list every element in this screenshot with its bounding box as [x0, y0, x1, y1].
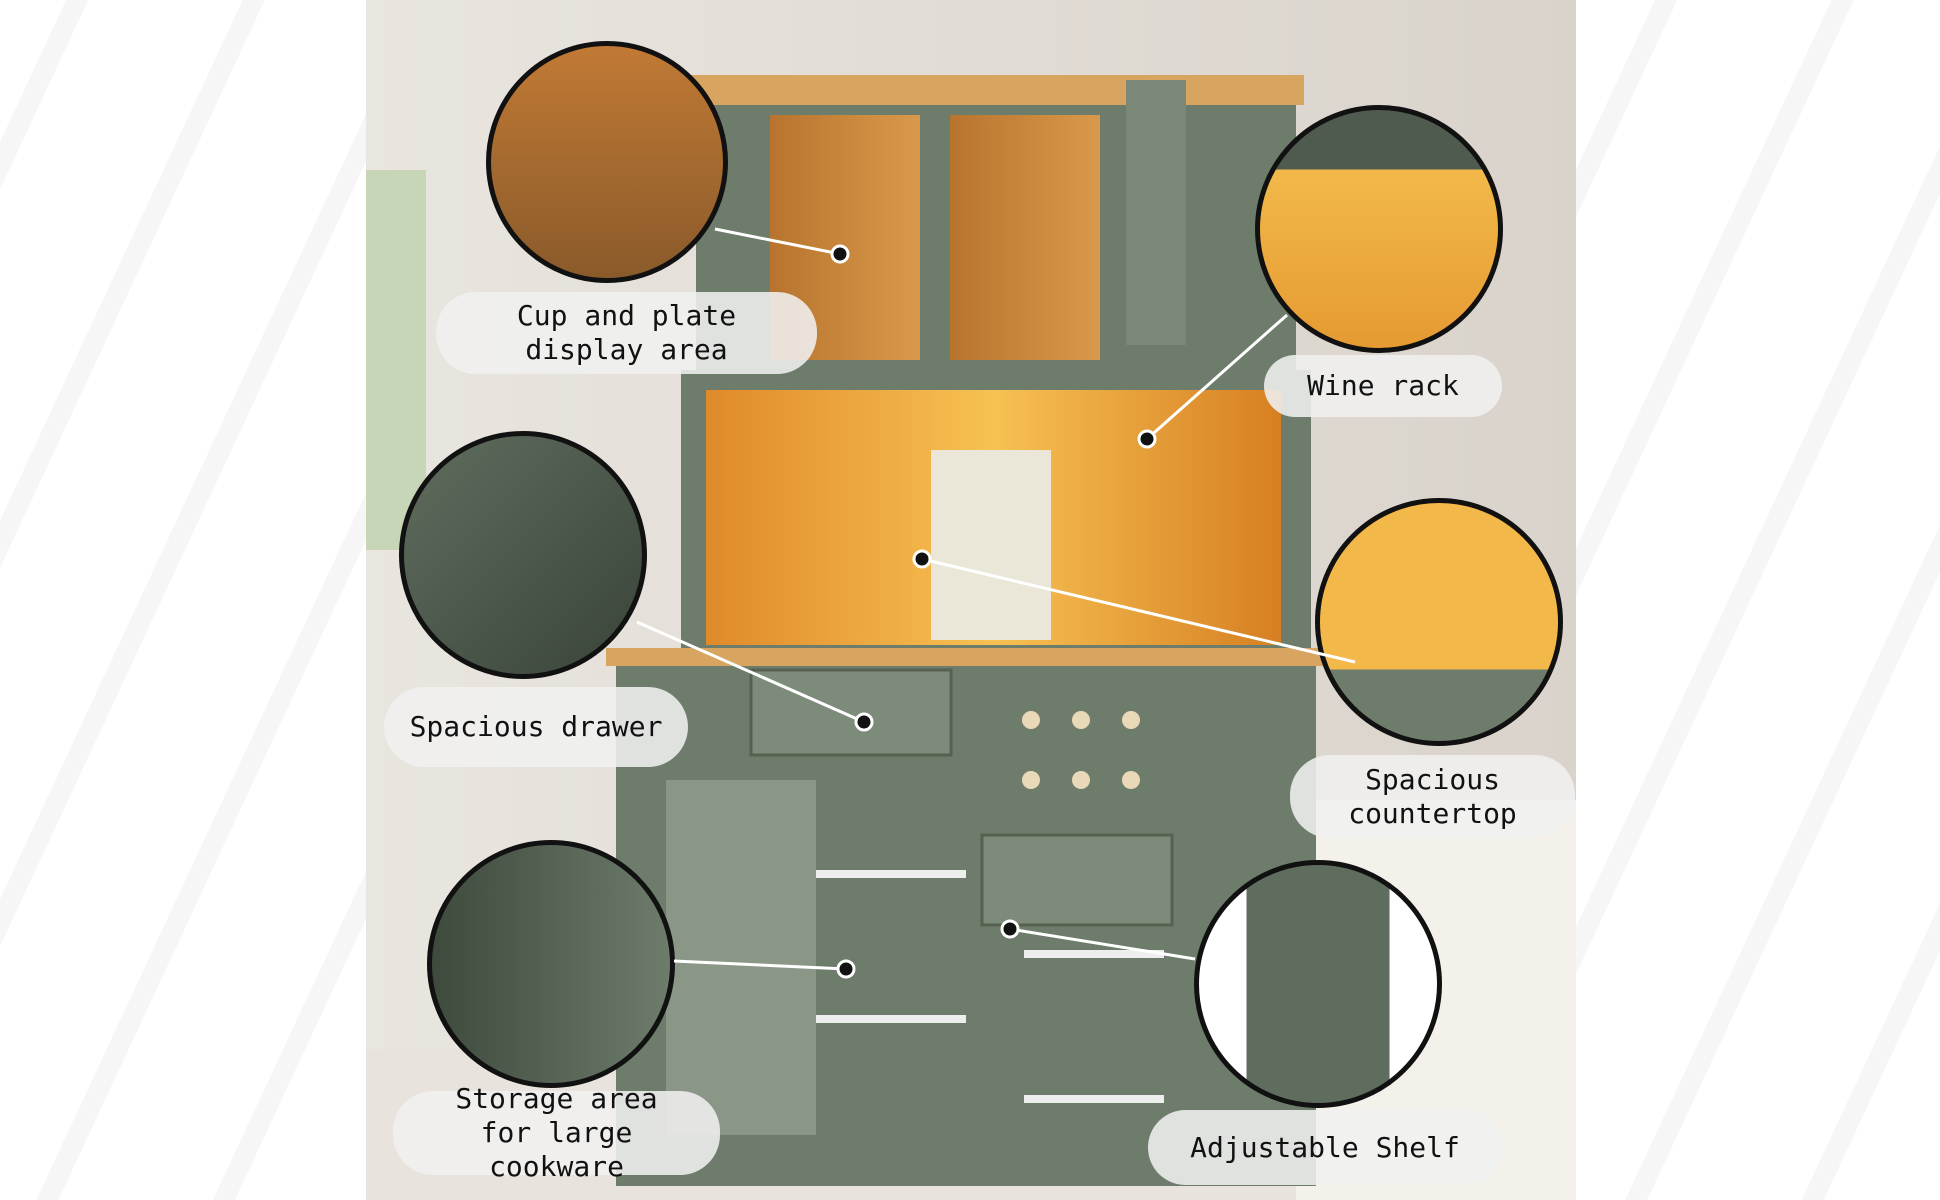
glass-door	[1126, 80, 1186, 345]
open-door	[666, 780, 816, 1135]
countertop	[606, 648, 1326, 666]
detail-circle-countertop	[1315, 498, 1563, 746]
coffee-machine	[931, 450, 1051, 640]
label-wine-rack: Wine rack	[1264, 355, 1502, 417]
label-cup-plate: Cup and plate display area	[436, 292, 817, 374]
label-drawer: Spacious drawer	[384, 687, 688, 767]
label-adjustable-shelf: Adjustable Shelf	[1148, 1110, 1502, 1185]
detail-circle-storage	[427, 840, 675, 1088]
window	[366, 170, 426, 550]
detail-circle-shelf	[1194, 860, 1442, 1108]
label-countertop: Spacious countertop	[1290, 755, 1575, 838]
detail-circle-cup-plate	[486, 41, 728, 283]
detail-circle-wine-rack	[1255, 105, 1503, 353]
detail-circle-drawer	[399, 431, 647, 679]
hutch-top	[684, 75, 1304, 105]
label-storage: Storage area for large cookware	[393, 1082, 720, 1183]
